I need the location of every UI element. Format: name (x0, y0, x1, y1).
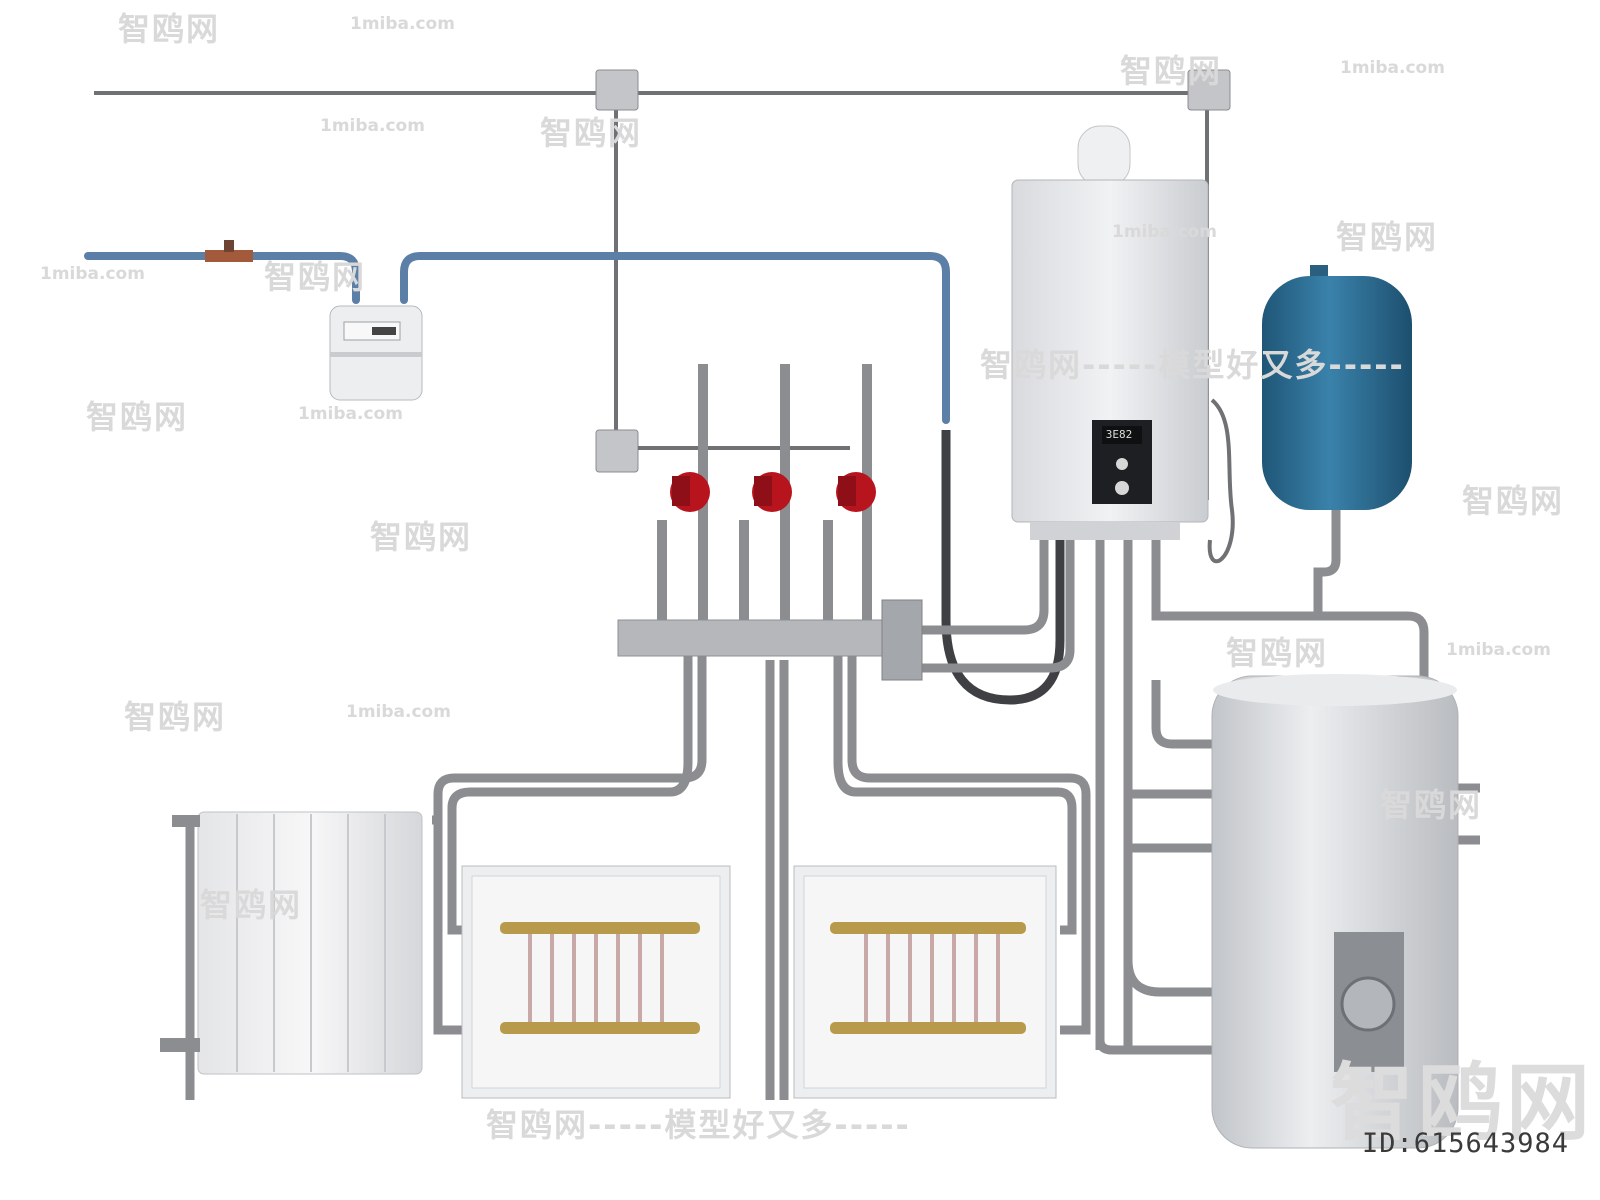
junction-box-pump (595, 429, 850, 473)
expansion-tank (1262, 265, 1412, 616)
gas-valve (205, 240, 253, 262)
junction-box-top-right (1187, 69, 1231, 111)
image-id-label: ID:615643984 (1362, 1128, 1570, 1159)
hot-water-cylinder (1095, 674, 1480, 1149)
pump-group (657, 364, 876, 620)
radiator (160, 811, 423, 1075)
distribution-manifold (617, 599, 923, 681)
wall-hung-boiler (1011, 125, 1209, 540)
ufh-cabinet-right (793, 865, 1057, 1099)
heating-pipes (185, 656, 1091, 1100)
ufh-cabinet-left (461, 865, 731, 1099)
boiler-display: 3E82 (1105, 428, 1133, 441)
gas-pipe (84, 252, 950, 424)
gas-meter (329, 305, 423, 401)
junction-box-top-left (595, 69, 639, 111)
